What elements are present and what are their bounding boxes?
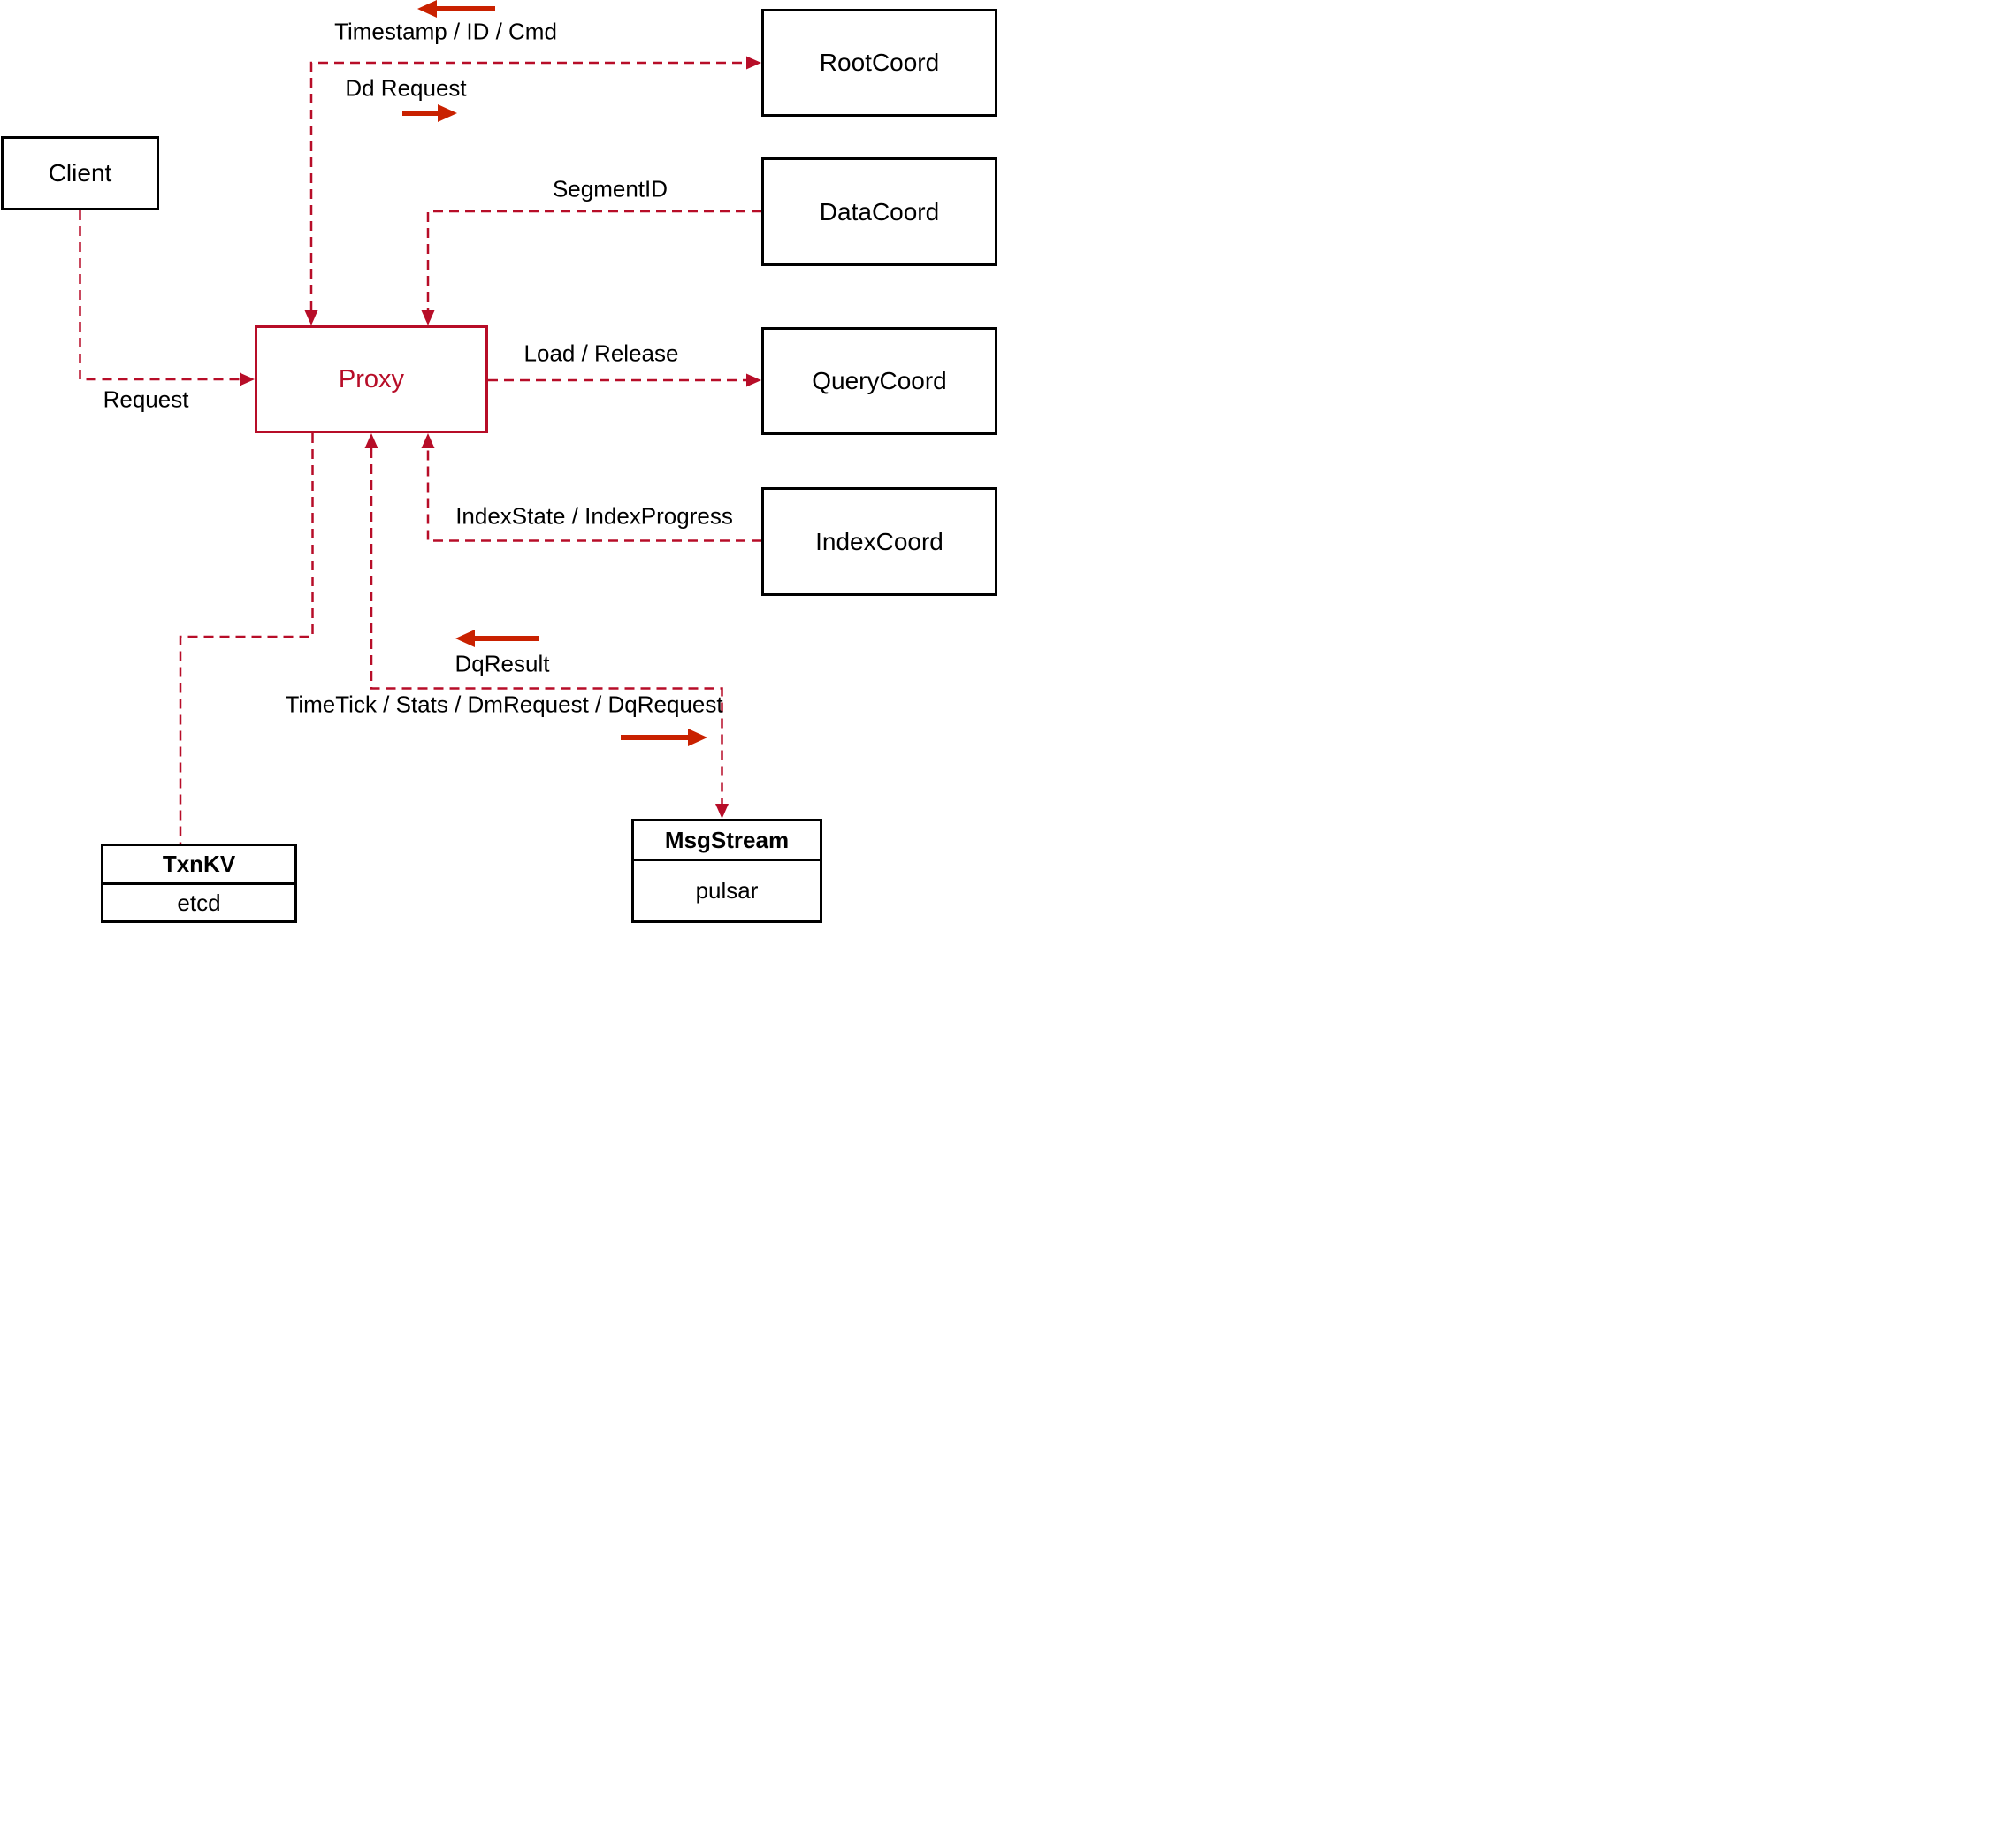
edge-label-dd-request: Dd Request (345, 74, 467, 102)
arrowhead-into-proxy-bottom1-icon (364, 433, 378, 448)
querycoord-label: QueryCoord (812, 367, 947, 394)
node-indexcoord[interactable]: IndexCoord (761, 487, 997, 596)
node-querycoord[interactable]: QueryCoord (761, 327, 997, 435)
node-msgstream[interactable]: MsgStream pulsar (631, 819, 822, 923)
indexcoord-label: IndexCoord (815, 527, 943, 555)
msgstream-subtitle: pulsar (695, 877, 759, 904)
dq-result-direction-arrow-left-icon (455, 630, 539, 647)
arrowhead-into-msgstream-icon (715, 804, 729, 819)
arrowhead-into-proxy-left-icon (240, 372, 255, 386)
arrowhead-into-proxy-bottom2-icon (421, 433, 435, 448)
arrowhead-into-proxy-top1-icon (304, 310, 318, 325)
arrowhead-into-proxy-top2-icon (421, 310, 435, 325)
edge-label-index-state: IndexState / IndexProgress (455, 502, 733, 530)
edge-label-timestamp: Timestamp / ID / Cmd (334, 18, 557, 45)
proxy-label: Proxy (338, 364, 405, 393)
edge-label-timetick: TimeTick / Stats / DmRequest / DqRequest (285, 691, 723, 718)
datacoord-to-proxy-line (426, 210, 761, 310)
dd-request-direction-arrow-right-icon (402, 104, 457, 122)
edge-label-segment-id: SegmentID (552, 175, 668, 202)
txnkv-subtitle: etcd (177, 889, 221, 916)
node-rootcoord[interactable]: RootCoord (761, 9, 997, 117)
arrowhead-into-rootcoord-icon (746, 56, 761, 70)
proxy-to-txnkv-line (179, 433, 314, 844)
proxy-msgstream-line (370, 448, 723, 804)
edge-label-dq-result: DqResult (455, 650, 550, 677)
node-proxy[interactable]: Proxy (255, 325, 488, 433)
node-client[interactable]: Client (1, 136, 159, 210)
txnkv-title: TxnKV (103, 846, 294, 885)
node-datacoord[interactable]: DataCoord (761, 157, 997, 266)
client-label: Client (48, 159, 112, 187)
rootcoord-label: RootCoord (819, 49, 940, 76)
edge-label-load-release: Load / Release (523, 340, 679, 367)
timetick-direction-arrow-right-icon (621, 729, 707, 746)
connector-layer (79, 0, 761, 844)
edge-label-request: Request (103, 386, 189, 413)
datacoord-label: DataCoord (819, 197, 940, 225)
timestamp-direction-arrow-left-icon (417, 0, 495, 18)
client-to-proxy-line (79, 210, 240, 381)
diagram-canvas: Client Proxy RootCoord DataCoord QueryCo… (0, 0, 1004, 924)
msgstream-title: MsgStream (634, 821, 820, 861)
proxy-rootcoord-line (309, 61, 746, 310)
arrowhead-into-querycoord-icon (746, 373, 761, 387)
node-txnkv[interactable]: TxnKV etcd (101, 844, 297, 923)
